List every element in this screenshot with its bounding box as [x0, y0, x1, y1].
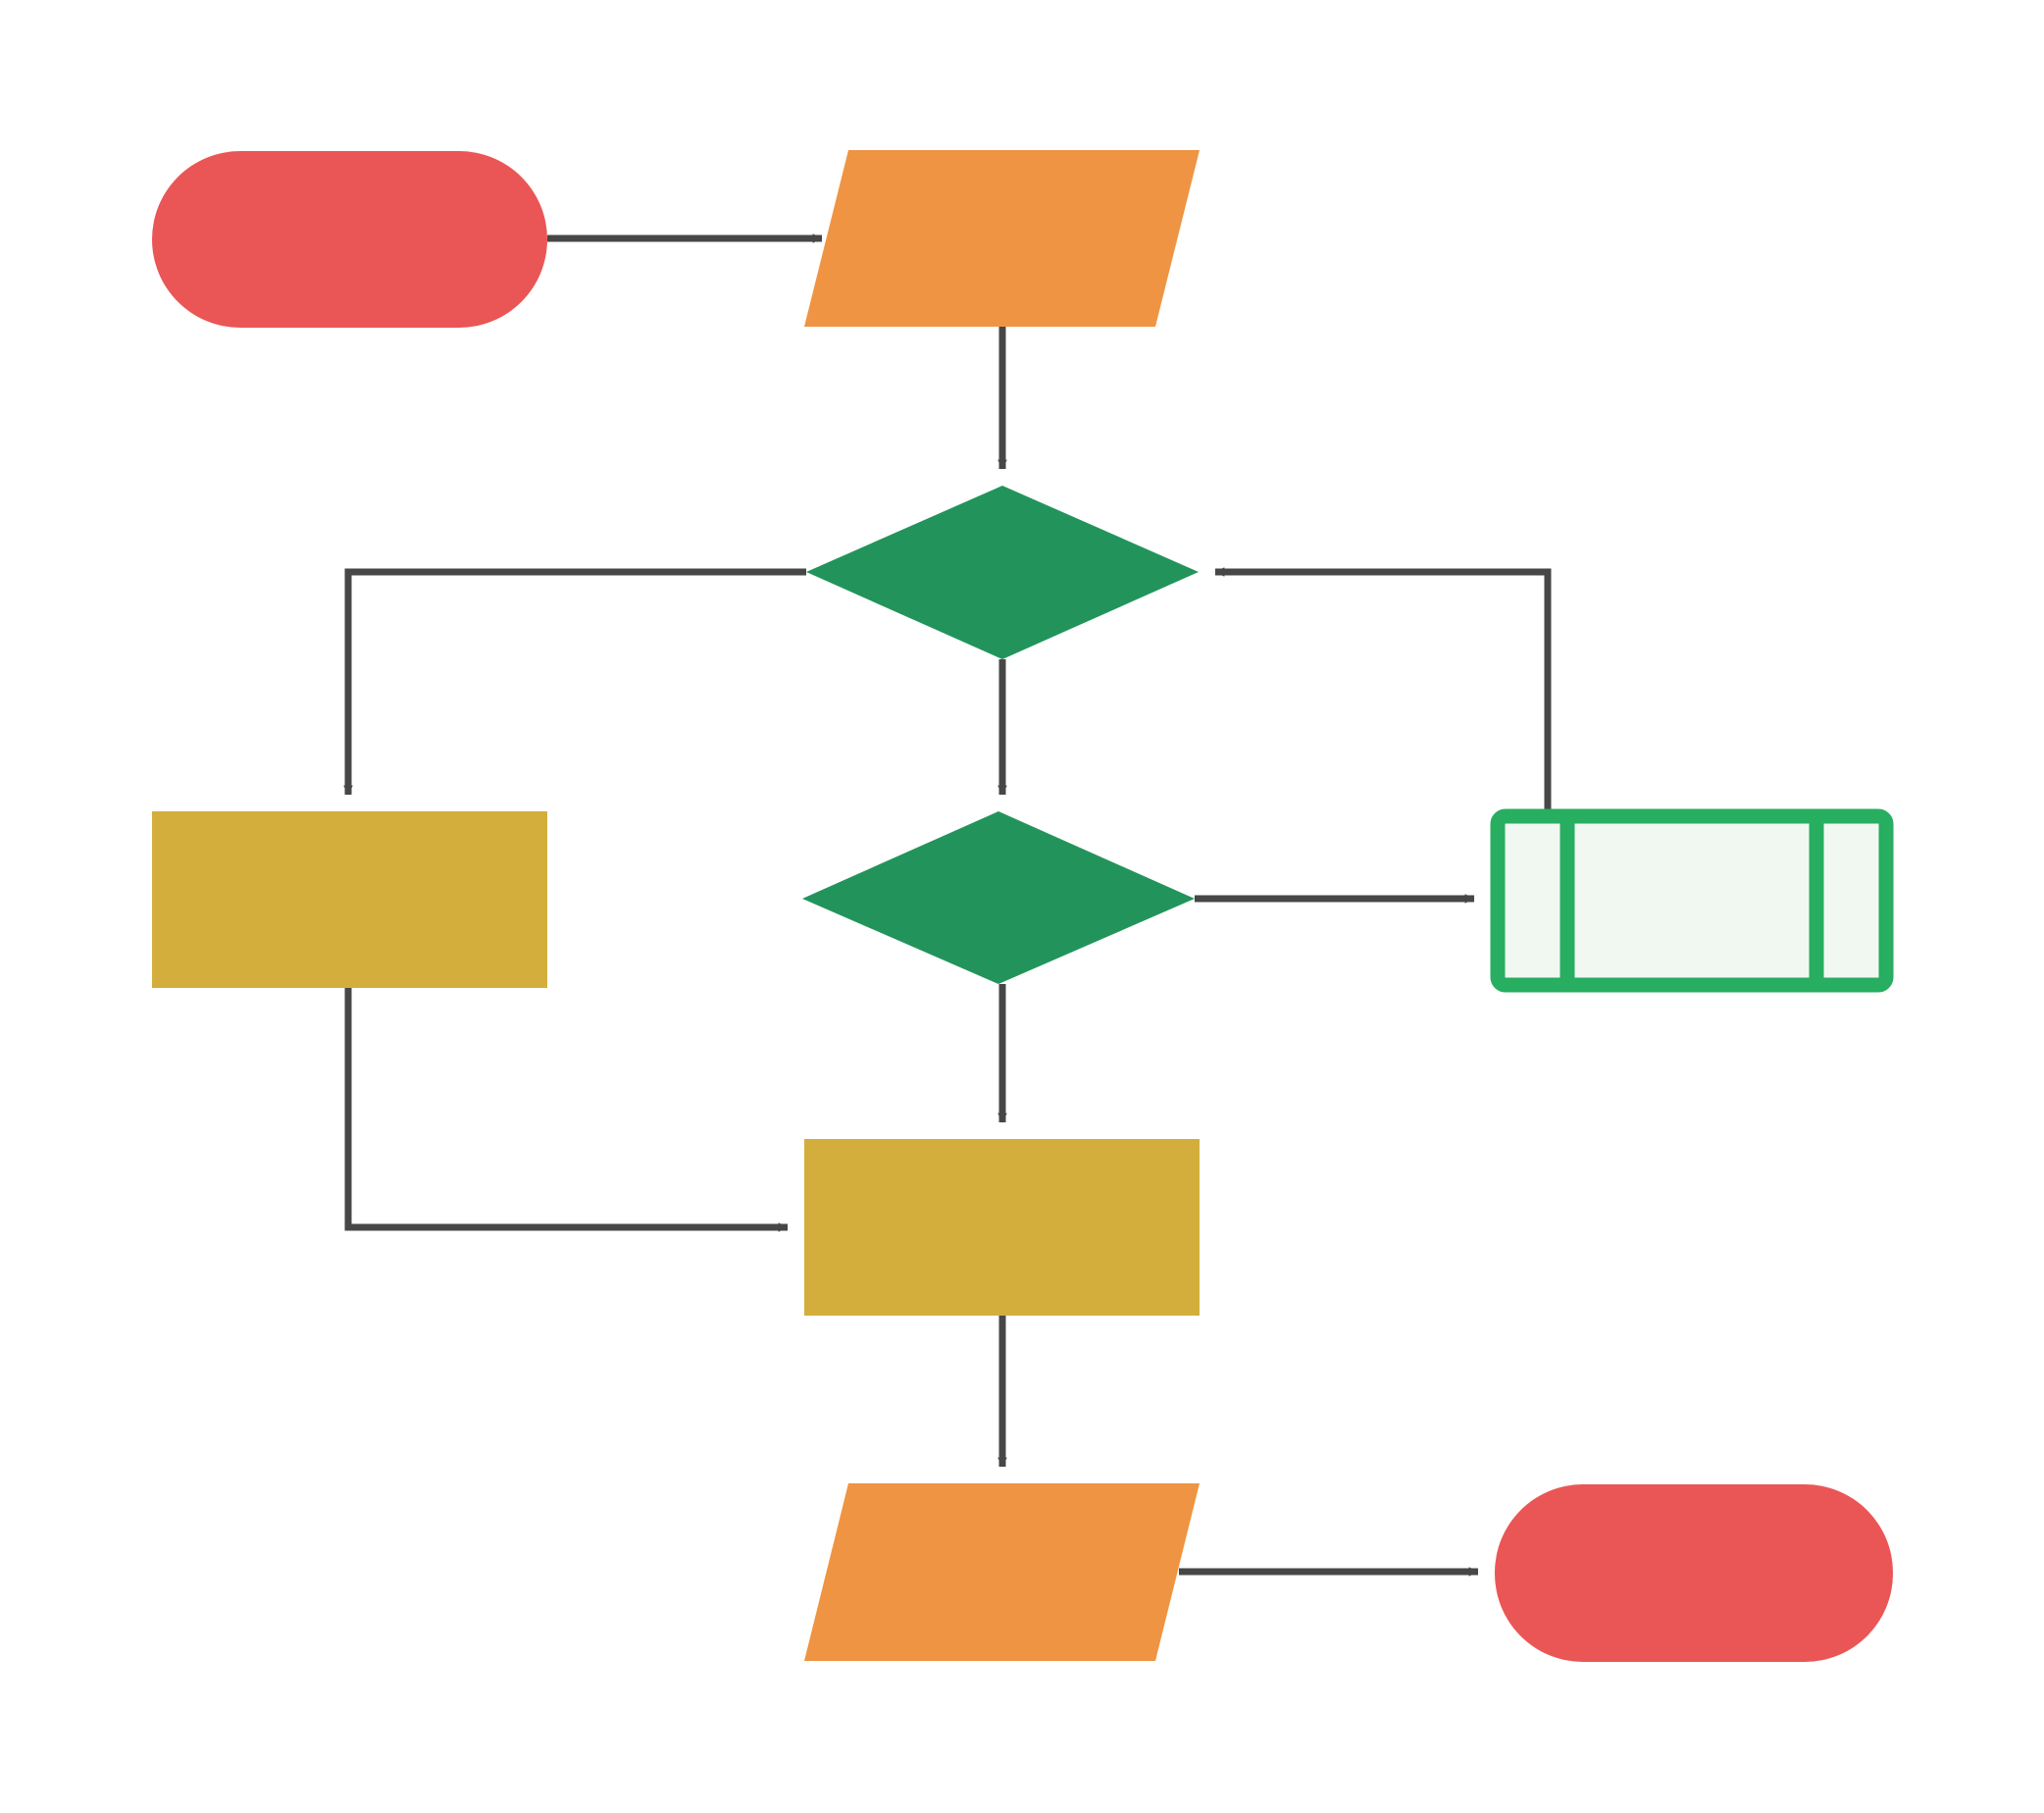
subroutine-right[interactable]	[1490, 808, 1894, 993]
edge-process-left-to-process-center	[344, 988, 789, 1232]
subroutine-right-shape[interactable]	[1490, 808, 1894, 993]
input-parallelogram[interactable]	[804, 150, 1200, 327]
start-terminator[interactable]	[152, 151, 547, 328]
decision-primary[interactable]	[806, 486, 1199, 659]
output-parallelogram[interactable]	[804, 1483, 1200, 1661]
edges-layer	[343, 233, 1552, 1577]
decision-primary-shape[interactable]	[806, 486, 1199, 659]
input-parallelogram-shape[interactable]	[804, 150, 1200, 327]
decision-secondary[interactable]	[802, 811, 1195, 984]
process-center[interactable]	[804, 1139, 1200, 1316]
end-terminator-shape[interactable]	[1495, 1484, 1893, 1662]
output-parallelogram-shape[interactable]	[804, 1483, 1200, 1661]
decision-secondary-shape[interactable]	[802, 811, 1195, 984]
process-left[interactable]	[152, 811, 547, 988]
start-terminator-shape[interactable]	[152, 151, 547, 328]
process-left-shape[interactable]	[152, 811, 547, 988]
edge-subroutine-loopback	[1214, 567, 1552, 809]
end-terminator[interactable]	[1495, 1484, 1893, 1662]
nodes-layer	[152, 150, 1894, 1662]
process-center-shape[interactable]	[804, 1139, 1200, 1316]
edge-decision-to-process-left	[343, 568, 806, 796]
